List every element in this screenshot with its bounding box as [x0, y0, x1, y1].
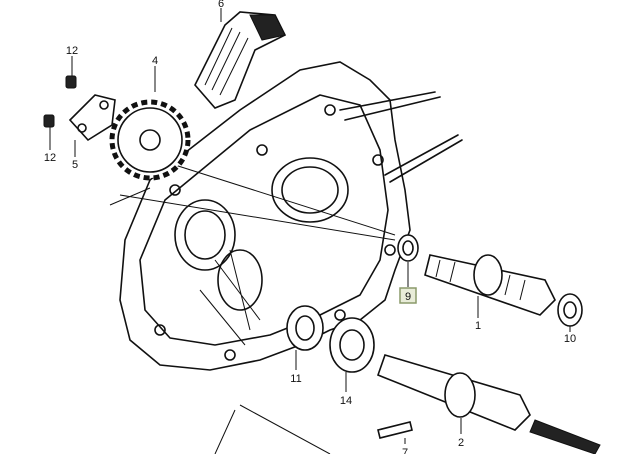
part-12-bolts [43, 56, 77, 150]
callout-5: 5 [72, 159, 78, 171]
part-14-bearing [329, 317, 375, 392]
callout-2: 2 [458, 437, 464, 449]
part-5-plate [68, 94, 116, 157]
callout-1: 1 [475, 320, 481, 332]
callout-6: 6 [218, 0, 224, 10]
callout-14: 14 [340, 395, 352, 407]
crankcase [109, 61, 463, 371]
callout-9[interactable]: 9 [405, 291, 411, 303]
part-1-shaft [424, 254, 556, 318]
part-4-sprocket [109, 66, 191, 181]
callout-10: 10 [564, 333, 576, 345]
lower-case-outline [214, 404, 331, 454]
part-9-washer [397, 234, 419, 287]
part-7-key [377, 421, 413, 444]
callout-9-highlight[interactable] [399, 287, 417, 304]
part-10-washer [557, 293, 583, 332]
part-11-bearing [286, 305, 324, 370]
part-6-cover [194, 8, 287, 109]
part-2-shaft [376, 354, 601, 454]
callout-12: 12 [66, 45, 78, 57]
callout-4: 4 [152, 55, 158, 67]
callout-11: 11 [290, 373, 301, 385]
callout-12: 12 [44, 152, 56, 164]
callout-7: 7 [402, 447, 408, 454]
